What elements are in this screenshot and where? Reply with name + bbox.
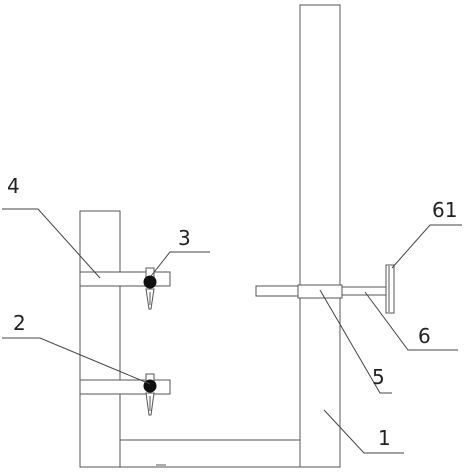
label-6: 6 [418,324,431,348]
upper-clamp [143,267,157,310]
left-column [79,210,121,468]
label-1: 1 [378,426,391,450]
end-plate [385,264,395,314]
upper-cross-bar [79,271,171,287]
leader-lines [2,208,462,454]
sleeve [297,284,343,299]
label-3: 3 [178,226,191,250]
rod-left [255,285,299,297]
label-2: 2 [13,311,26,335]
label-5: 5 [372,365,385,389]
base-rail [79,439,341,468]
main-column [299,4,341,468]
lower-clamp [143,373,157,416]
label-4: 4 [7,174,20,198]
lower-cross-bar [79,379,171,395]
rod-right [341,286,387,296]
label-61: 61 [432,198,457,222]
